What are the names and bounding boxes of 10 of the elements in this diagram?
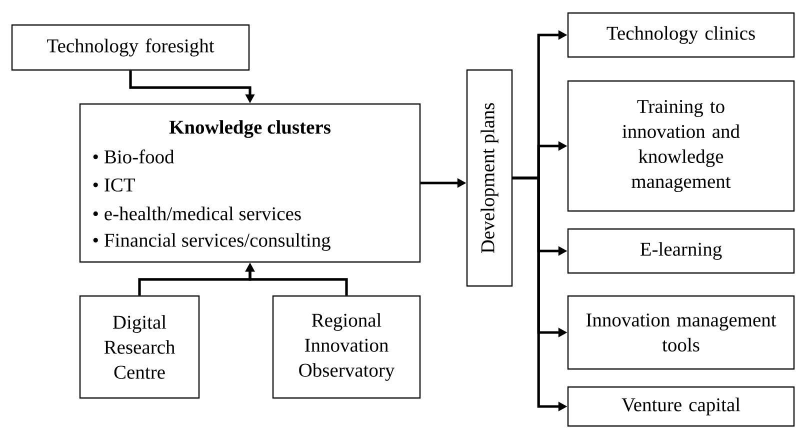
- cluster-box: Knowledge clusters • Bio-food • ICT • e-health/medical services • Financial services/consulting: [79, 103, 421, 263]
- process-box: Regional Innovation Observatory: [272, 295, 421, 399]
- process-box: Training to innovation and knowledge management: [567, 80, 795, 212]
- vertical-box: Development plans: [466, 69, 513, 287]
- process-box: E-learning: [567, 228, 795, 274]
- process-box: Technology foresight: [11, 24, 250, 71]
- process-box: Innovation management tools: [567, 295, 795, 370]
- process-box: Venture capital: [567, 386, 795, 427]
- process-box: Technology clinics: [567, 12, 795, 58]
- process-box: Digital Research Centre: [79, 295, 200, 399]
